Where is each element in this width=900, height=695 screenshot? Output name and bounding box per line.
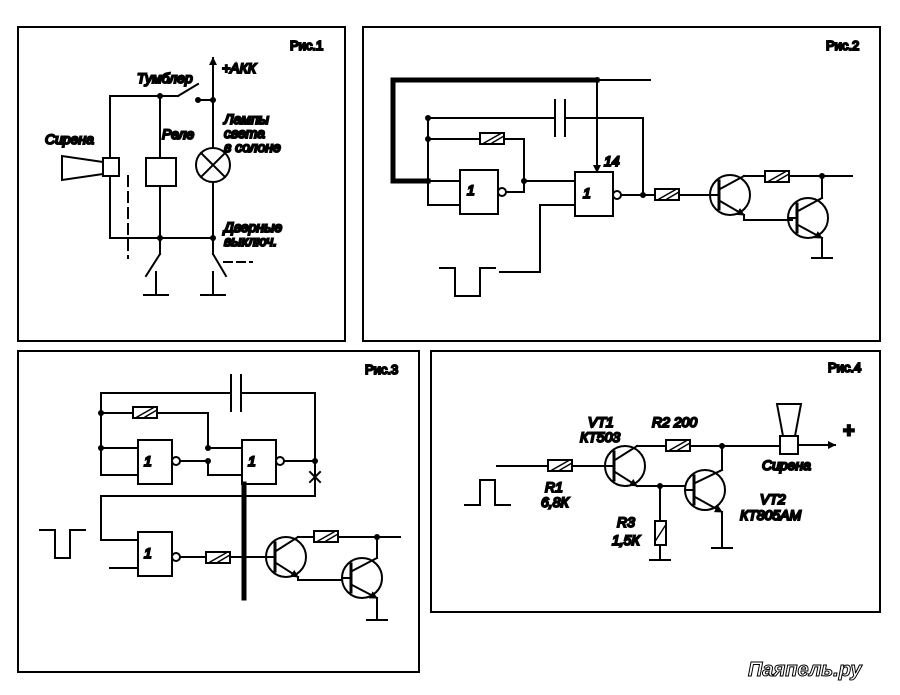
watermark: Паяпель.ру: [748, 659, 862, 681]
door-switch-label-2: выключ.: [224, 233, 277, 249]
relay-contact-icon: [144, 252, 162, 278]
figure-3: Рис.3 1 1: [17, 350, 420, 673]
figure-4-title: Рис.4: [828, 360, 861, 375]
vt1-part-label: КТ503: [580, 429, 620, 445]
gate-label: 1: [583, 185, 591, 201]
figure-2-frame: [362, 26, 881, 342]
siren-box-icon: [779, 435, 799, 455]
r1-value-label: 6,8К: [541, 494, 569, 510]
vt1-label: VT1: [588, 414, 614, 430]
fig1-top-wire: [109, 95, 179, 101]
input-pulse-icon: [39, 529, 86, 559]
door-switch-label-1: Дверные: [222, 219, 282, 235]
r1-label: R1: [545, 479, 563, 495]
input-pulse-icon: [439, 267, 496, 297]
siren-label: Сирена: [45, 131, 94, 147]
figure-1-title: Рис.1: [290, 38, 323, 53]
toggle-switch-icon: [176, 82, 200, 98]
toggle-label: Тумблер: [137, 70, 193, 86]
r3-value-label: 1,5К: [612, 532, 640, 548]
lamps-label-2: света: [224, 125, 265, 141]
siren-horn-icon: [775, 403, 803, 437]
lamps-label-3: в солоне: [224, 139, 281, 155]
figure-3-title: Рис.3: [365, 362, 398, 377]
battery-label: +АКК: [222, 60, 257, 76]
pin-14-label: 14: [604, 153, 620, 169]
figure-1-frame: [17, 26, 346, 342]
gate-label: 1: [144, 453, 152, 469]
transistor-icon: [604, 445, 646, 487]
figure-3-frame: [17, 350, 420, 673]
transistor-icon: [265, 536, 307, 578]
vt2-label: VT2: [760, 491, 786, 507]
r2-label: R2 200: [652, 414, 697, 430]
gate-label: 1: [144, 545, 152, 561]
nand-gate-icon: [574, 171, 614, 217]
r3-label: R3: [617, 514, 635, 530]
siren-box-icon: [102, 157, 120, 177]
gate-label: 1: [248, 453, 256, 469]
transistor-icon: [709, 174, 751, 216]
siren-horn-icon: [61, 154, 104, 182]
relay-label: Реле: [162, 126, 194, 142]
plus-label: +: [843, 420, 855, 442]
figure-2: Рис.2 14 1 1: [362, 26, 881, 342]
fig2-thick-feedback: [390, 77, 600, 184]
siren-label: Сирена: [762, 457, 811, 473]
vt2-part-label: КТ805АМ: [740, 507, 801, 523]
figure-1: Рис.1 Тумблер +АКК Сирена Реле Лампы све…: [17, 26, 346, 342]
gate-label: 1: [467, 182, 475, 198]
nand-gate-icon: [459, 169, 499, 215]
transistor-icon: [787, 197, 829, 239]
door-switch-icon: [211, 252, 228, 278]
figure-4: Рис.4 VT1 КТ503 R2 200 Сирена + R1 6,8К …: [430, 350, 881, 613]
figure-4-frame: [430, 350, 881, 613]
relay-coil-icon: [145, 157, 177, 187]
lamps-label-1: Лампы: [223, 111, 270, 127]
input-pulse-icon: [464, 479, 511, 506]
figure-2-title: Рис.2: [826, 38, 859, 53]
